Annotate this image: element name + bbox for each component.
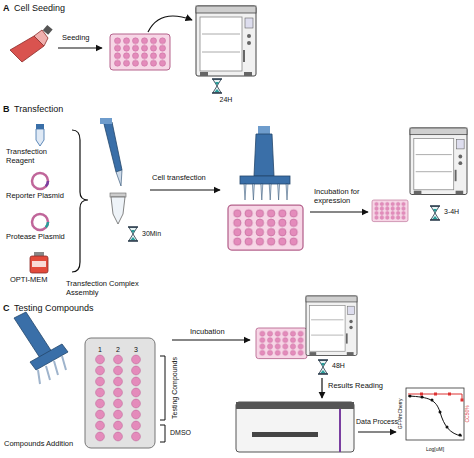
column-number: 2 (116, 346, 120, 354)
multichannel-pipette (14, 312, 68, 384)
brace (72, 130, 88, 272)
step-label: Results Reading (328, 382, 383, 391)
step-label: Transfection Complex Assembly (66, 280, 144, 297)
bracket-label: Testing Compounds (171, 357, 179, 419)
incubator (410, 128, 467, 195)
plasmid-insert (32, 214, 48, 230)
plasmid (32, 173, 48, 189)
panel-title: Testing Compounds (14, 303, 94, 313)
step-label: Incubation (190, 328, 225, 337)
panel-title: Transfection (14, 104, 63, 114)
well-plate (110, 34, 170, 70)
arrow (358, 431, 396, 432)
well-plate (228, 205, 303, 250)
time-label: 48H (332, 362, 345, 370)
plasmid-insert (32, 173, 48, 189)
item-label: Protease Plasmid (6, 233, 68, 242)
time-label: 3-4H (444, 208, 459, 216)
incubator (196, 6, 256, 76)
item-label: Reporter Plasmid (6, 192, 68, 201)
bracket (160, 356, 165, 442)
time-label: 30Min (142, 230, 161, 238)
medium-bottle (30, 252, 48, 273)
incubator (306, 296, 357, 356)
axis-label: Log[uM] (426, 447, 444, 453)
panel-letter: A (3, 3, 10, 13)
reagent-tube (36, 124, 44, 146)
step-label: Incubation for expression (314, 188, 374, 205)
pipette-tips (244, 184, 288, 200)
column-number: 3 (134, 346, 138, 354)
panel-letter: B (3, 104, 10, 114)
hourglass (128, 227, 138, 241)
step-label: Data Process (356, 418, 398, 426)
pipette (100, 118, 122, 186)
well-plate (372, 200, 408, 222)
step-label: Compounds Addition (4, 440, 73, 449)
step-label: Seeding (62, 34, 90, 43)
axis-label: CC50% (465, 405, 471, 422)
panel-letter: C (3, 303, 10, 313)
arrow (321, 378, 322, 398)
bracket-label: DMSO (170, 429, 191, 437)
cell-flask (10, 25, 53, 62)
plate-layout (85, 338, 155, 448)
hourglass (212, 79, 222, 93)
item-label: Transfection Reagent (6, 148, 68, 165)
well-plate (256, 328, 307, 359)
time-label: 24H (220, 96, 233, 104)
arrow (310, 211, 368, 212)
multichannel-pipette (240, 126, 290, 184)
arrow (150, 189, 220, 190)
arrow (172, 339, 250, 340)
tube (110, 193, 126, 224)
axis-label: GFP/mCherry (397, 399, 403, 430)
step-label: Cell transfection (152, 174, 206, 183)
arrow (58, 47, 102, 48)
hourglass (430, 206, 440, 220)
wells (91, 354, 145, 442)
dose-response-chart (406, 388, 464, 440)
item-label: OPTI-MEM (10, 276, 48, 285)
arrow (148, 16, 192, 32)
panel-title: Cell Seeding (14, 3, 65, 13)
plate-reader (236, 402, 354, 452)
plasmid (32, 214, 48, 230)
hourglass (318, 360, 328, 374)
column-number: 1 (98, 346, 102, 354)
